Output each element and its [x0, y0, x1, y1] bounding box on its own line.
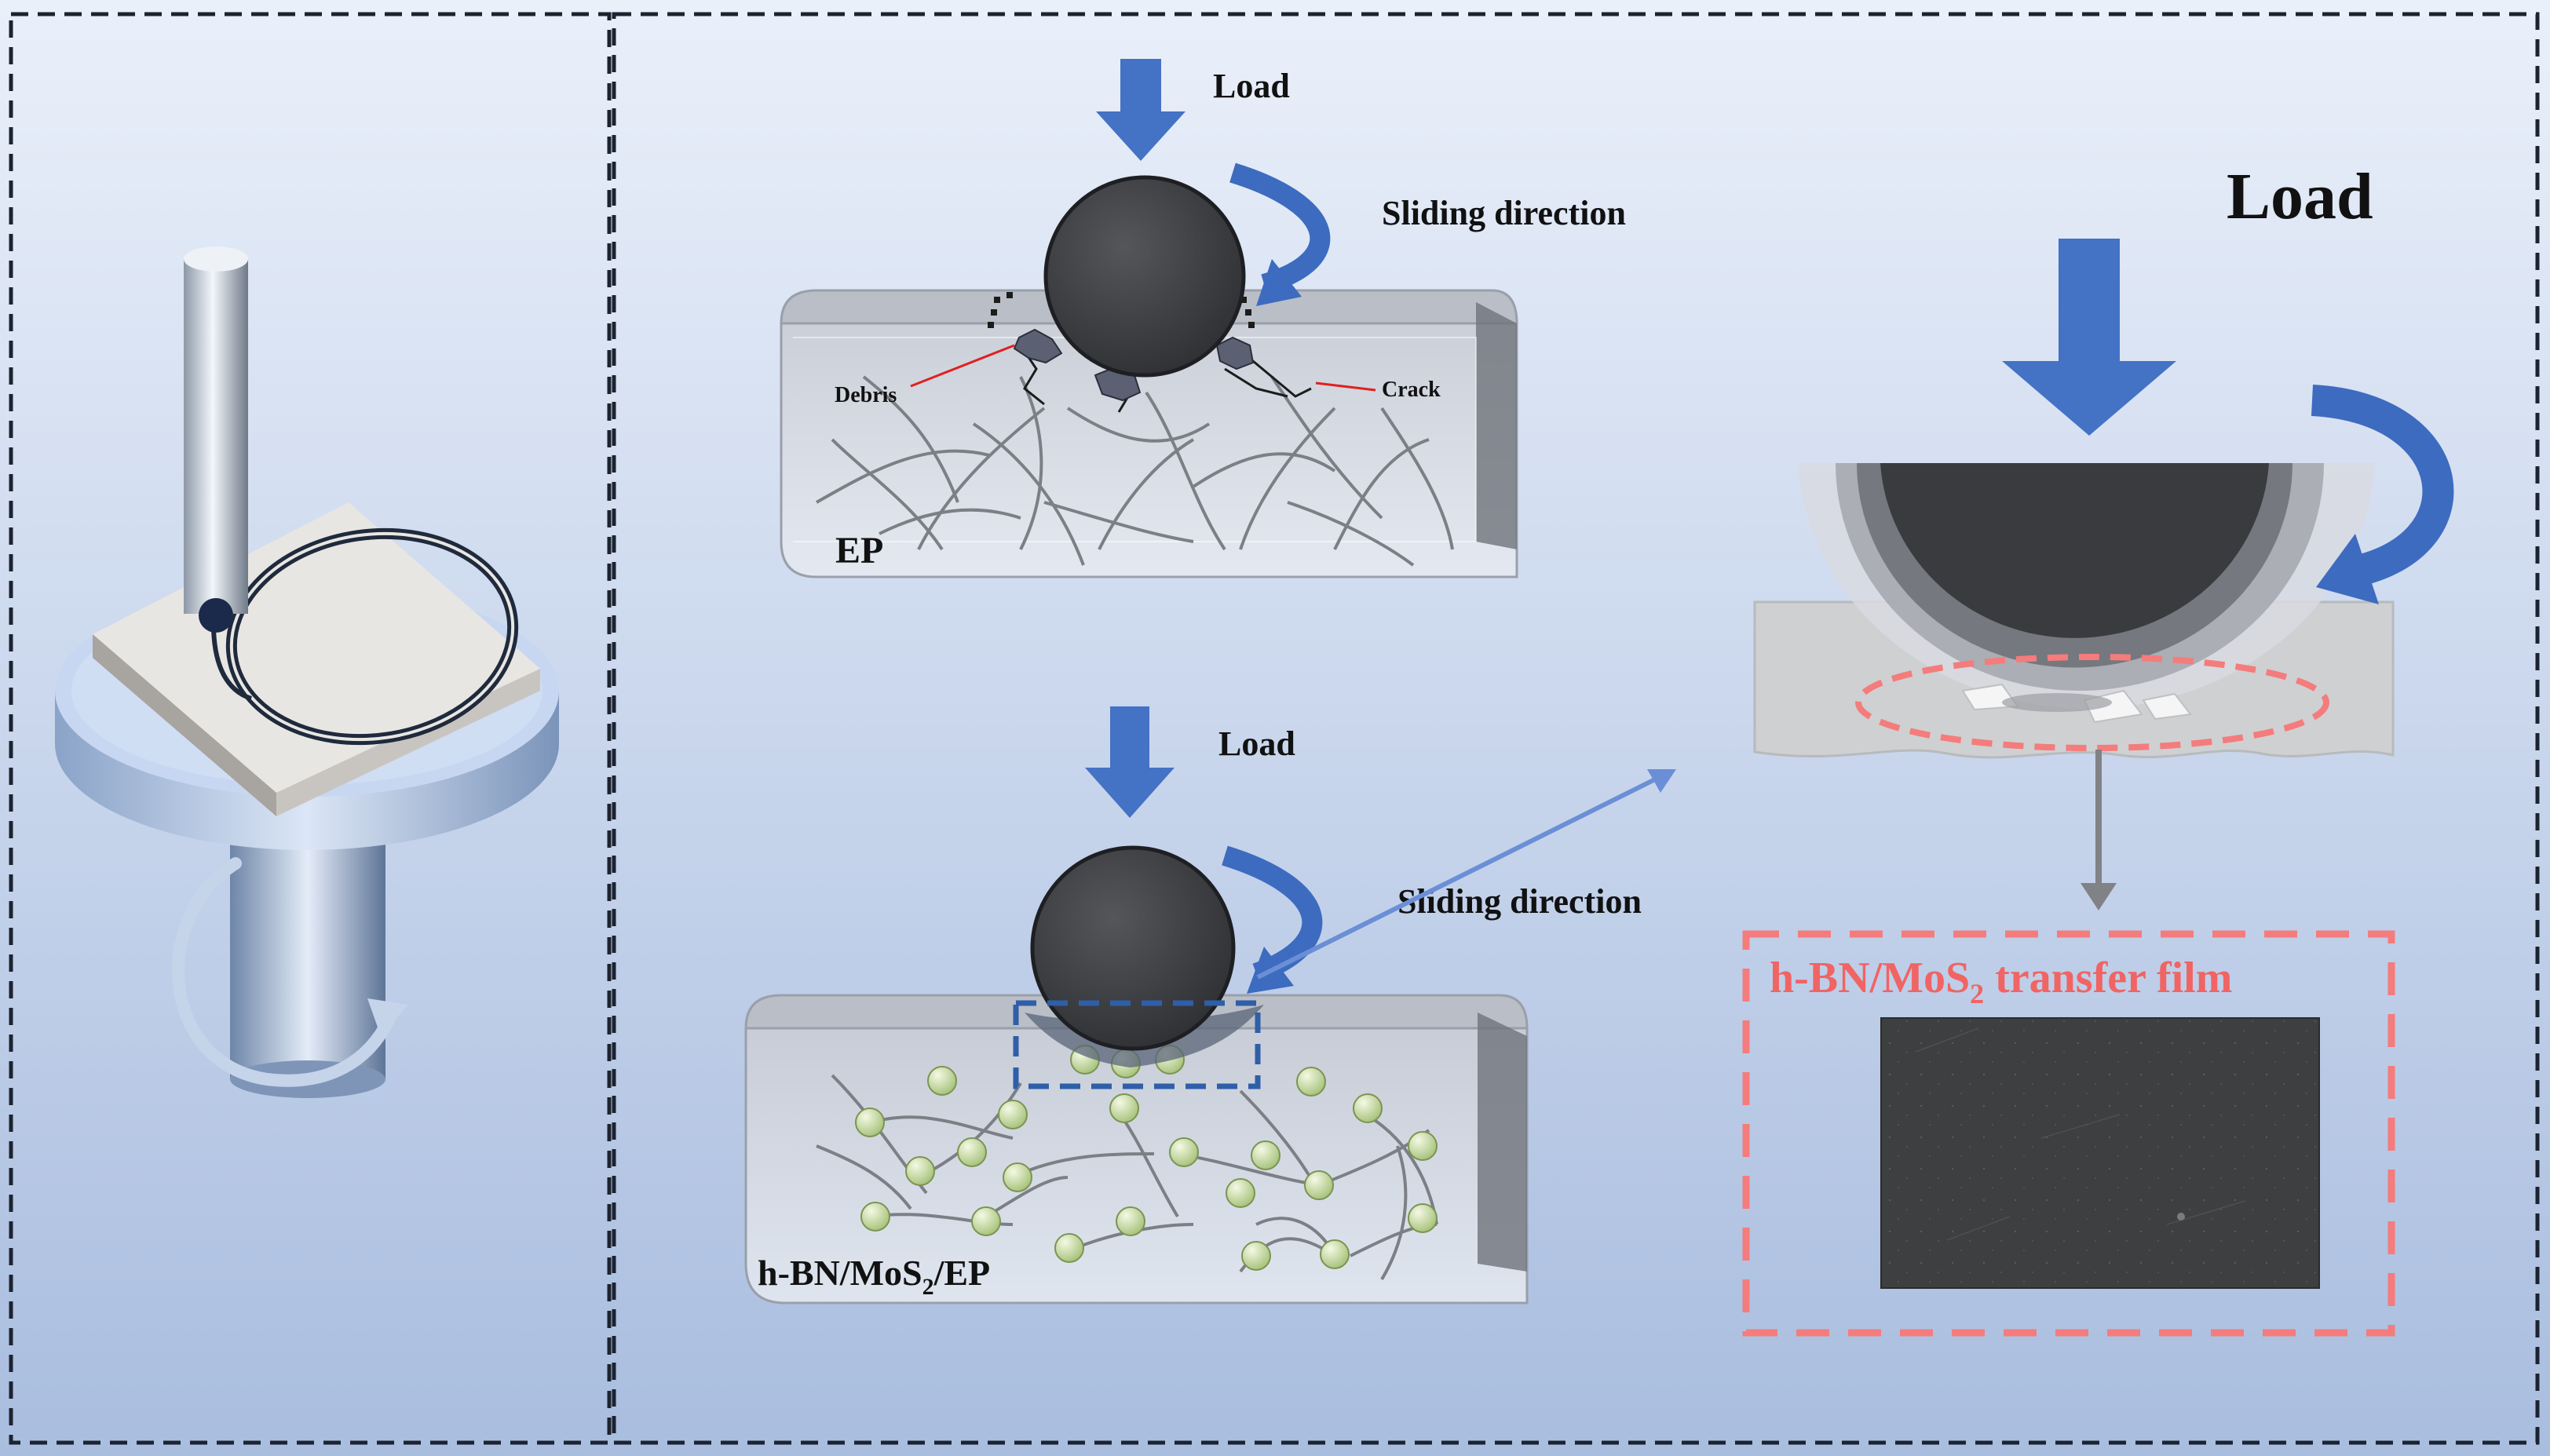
composite-block: [744, 1027, 1529, 1305]
film-title-prefix: h-BN/MoS: [1770, 954, 1970, 1002]
composite-label-suffix: /EP: [933, 1253, 991, 1293]
ep-label: EP: [835, 530, 883, 571]
rotating-shaft: [230, 828, 385, 1079]
composite-label: h-BN/MoS2/EP: [758, 1253, 990, 1300]
ep-block: [780, 322, 1518, 578]
contact-zoom-view: Load: [1753, 160, 2454, 910]
film-title-suffix: transfer film: [1984, 954, 2232, 1002]
polymer-chains: [816, 375, 1454, 567]
pin-on-disk-tester: [55, 246, 559, 1098]
crack-pointer: [1315, 381, 1376, 392]
debris-label: Debris: [835, 383, 897, 407]
debris-pointer: [910, 344, 1015, 388]
sliding-label-top: Sliding direction: [1382, 194, 1626, 232]
contact-region-ellipse: [1855, 654, 2329, 751]
composite-label-prefix: h-BN/MoS: [758, 1253, 922, 1293]
load-label-right: Load: [2227, 160, 2373, 233]
sliding-arrow-right: [2311, 385, 2454, 589]
right-panel-border: [612, 12, 2540, 1445]
load-arrow-top: [1096, 59, 1185, 161]
sem-micrograph: [1880, 1017, 2320, 1289]
load-arrow-right: [2002, 239, 2176, 436]
counterface-ball-mid: [1030, 845, 1236, 1051]
sliding-arrow-mid: [1222, 845, 1323, 983]
film-title-subscript: 2: [1970, 978, 1984, 1009]
contact-zone-box: [1013, 1000, 1261, 1089]
transfer-film-title: h-BN/MoS2 transfer film: [1770, 954, 2232, 1009]
ep-wear-schematic: Load: [780, 59, 1626, 578]
load-label-mid: Load: [1218, 724, 1295, 763]
left-panel-border: [9, 12, 612, 1445]
zoom-connector: [1256, 773, 1664, 980]
composite-wear-schematic: Load: [744, 706, 1642, 1305]
transfer-film-border: [1742, 930, 2395, 1337]
sample-plate: [93, 502, 540, 793]
crack-label: Crack: [1382, 378, 1441, 402]
pin-ball: [199, 598, 233, 633]
load-label-top: Load: [1213, 67, 1290, 105]
transfer-film-panel: h-BN/MoS2 transfer film: [1742, 930, 2395, 1337]
test-pin: [184, 259, 248, 614]
rotation-arrow-icon: [172, 857, 395, 1087]
sliding-arrow-top: [1229, 162, 1331, 294]
counterface-ball-top: [1043, 175, 1246, 378]
counterface-ball-zoom: [1880, 463, 2269, 638]
composite-label-subscript: 2: [922, 1274, 934, 1300]
load-arrow-mid: [1085, 706, 1175, 818]
